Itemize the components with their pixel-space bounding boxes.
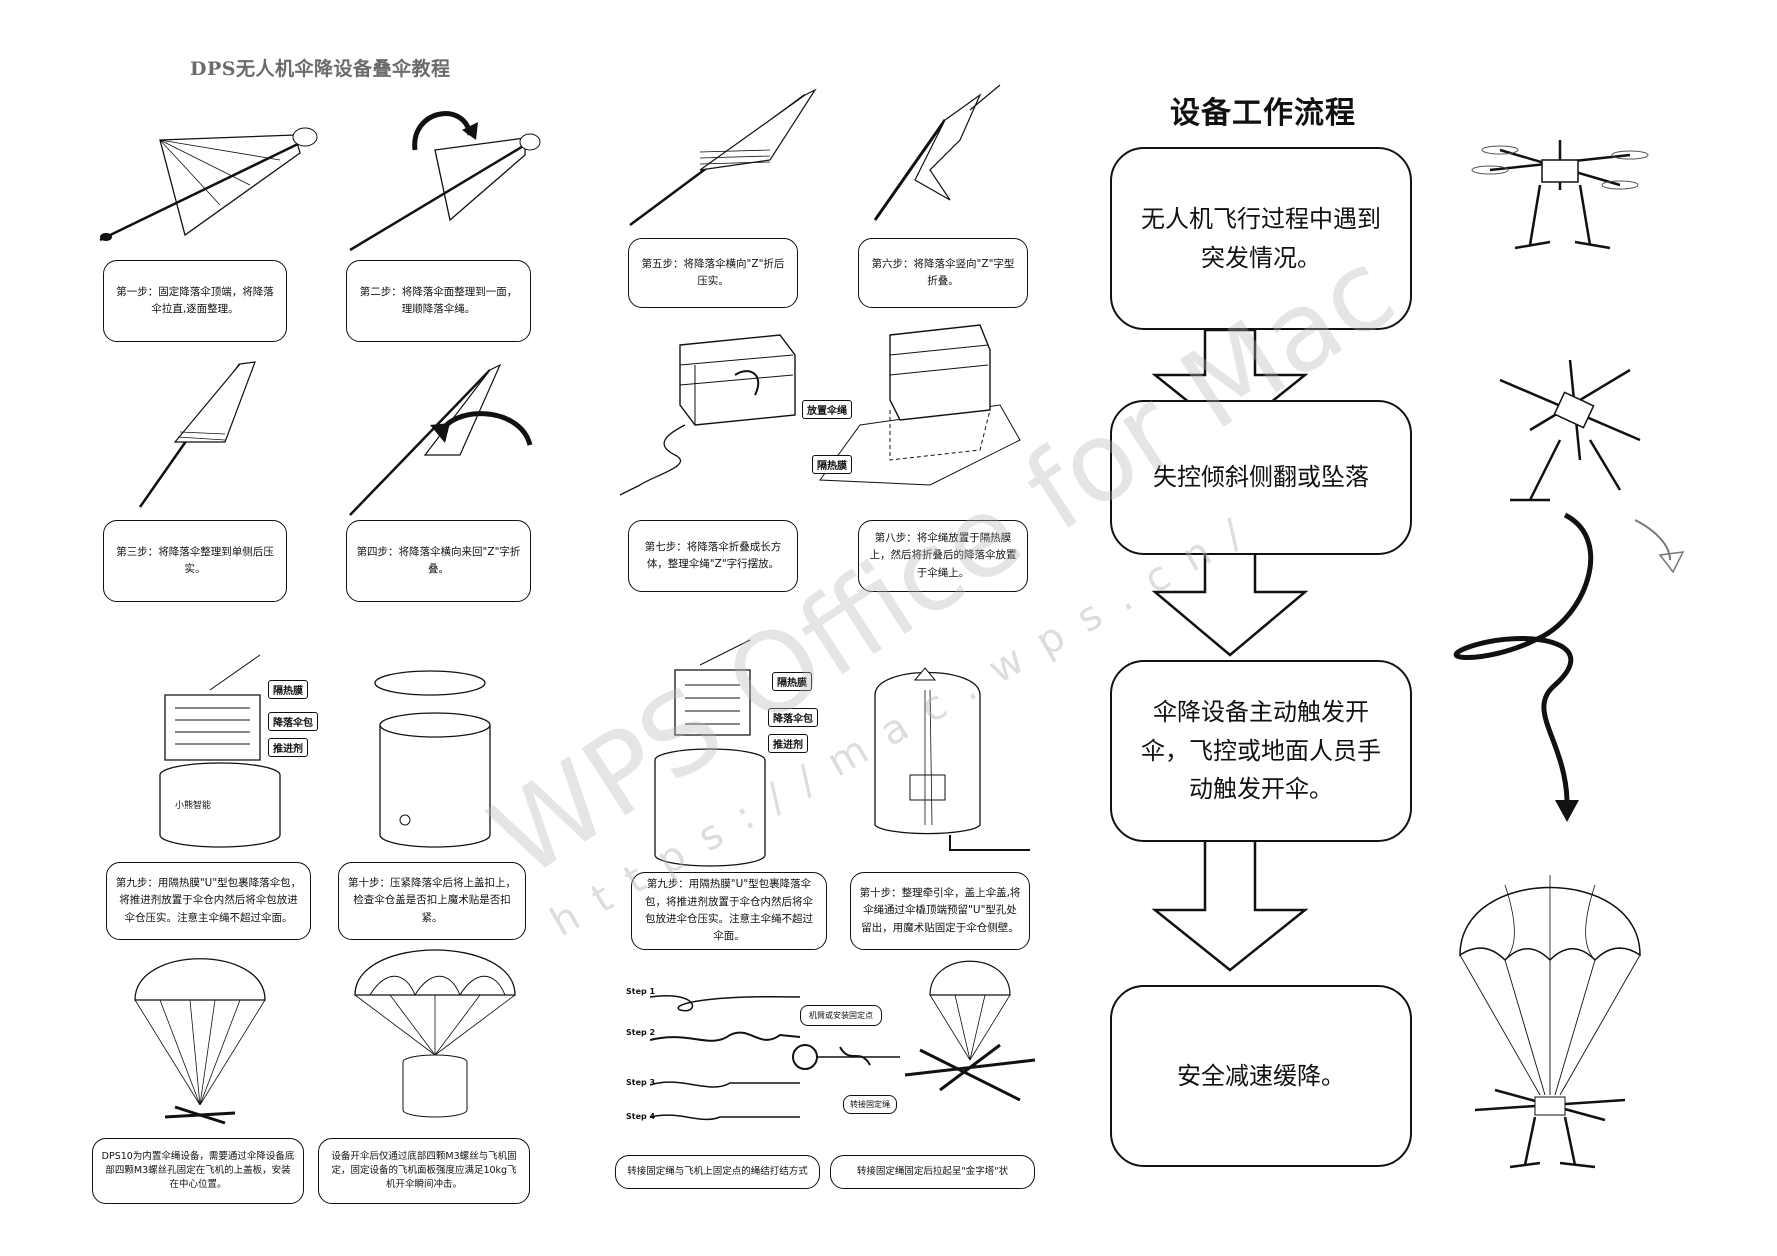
parachute-landing-illustration: [1459, 875, 1641, 1169]
step1-caption: 第一步：固定降落伞顶端，将降落伞拉直,逐面整理。: [103, 260, 287, 342]
step1-illustration: [99, 127, 318, 242]
step9a-caption: 第九步：用隔热膜"U"型包裹降落伞包，将推进剂放置于伞仓内然后将伞包放进伞仓压实…: [106, 862, 311, 940]
knot-illustration: [649, 995, 900, 1121]
fall-trajectory: [1453, 512, 1685, 822]
rope-place-label: 放置伞绳: [802, 400, 852, 419]
step8-caption: 第八步：将伞绳放置于隔热膜上，然后将折叠后的降落伞放置于伞绳上。: [858, 520, 1028, 592]
step9b-illustration: [654, 639, 766, 867]
step7-caption: 第七步：将降落伞折叠成长方体，整理伞绳"Z"字行摆放。: [628, 520, 798, 592]
flow-step-1: 无人机飞行过程中遇到突发情况。: [1110, 147, 1412, 330]
page-title: DPS无人机伞降设备叠伞教程: [190, 58, 451, 80]
step3-caption: 第三步：将降落伞整理到单侧后压实。: [103, 520, 287, 602]
knot-step3-label: Step 3: [626, 1078, 656, 1087]
step10b-illustration: [874, 667, 1030, 851]
drone-icon-tilted: [1499, 359, 1641, 502]
chute-pack-label-2: 降落伞包: [768, 708, 818, 727]
step2-illustration: [349, 111, 541, 252]
step7-illustration: [619, 334, 796, 496]
caption-install-2: 设备开伞后仅通过底部四颗M3螺丝与飞机固定，固定设备的飞机面板强度应满足10kg…: [318, 1138, 530, 1204]
caption-install-1: DPS10为内置伞绳设备，需要通过伞降设备底部四颗M3螺丝孔固定在飞机的上盖板，…: [92, 1138, 304, 1204]
flow-step-2: 失控倾斜侧翻或坠落: [1110, 400, 1412, 555]
flow-title: 设备工作流程: [1170, 96, 1356, 131]
step3-illustration: [138, 361, 256, 508]
step6-caption: 第六步：将降落伞竖向"Z"字型折叠。: [858, 238, 1028, 308]
step10a-illustration: [374, 670, 491, 848]
parachute-drone-illustration-2: [904, 960, 1036, 1102]
fix-point-label: 机臂或安装固定点: [800, 1005, 882, 1026]
step8-illustration: [819, 324, 1021, 486]
knot-step2-label: Step 2: [626, 1028, 656, 1037]
brand-text: 小熊智能: [175, 801, 212, 811]
step10b-caption: 第十步：整理牵引伞，盖上伞盖,将伞绳通过伞橇顶端预留"U"型孔处留出，用魔术贴固…: [850, 872, 1030, 950]
step4-caption: 第四步：将降落伞横向来回"Z"字折叠。: [346, 520, 531, 602]
chute-pack-label: 降落伞包: [268, 712, 318, 731]
step2-caption: 第二步：将降落伞面整理到一面，理顺降落伞绳。: [346, 260, 531, 342]
step9b-caption: 第九步：用隔热膜"U"型包裹降落伞包，将推进剂放置于伞仓内然后将伞包放进伞仓压实…: [631, 872, 827, 950]
flow-step-4: 安全减速缓降。: [1110, 985, 1412, 1167]
step9a-illustration: [159, 654, 281, 848]
parachute-device-illustration: [354, 949, 516, 1118]
parachute-drone-illustration-1: [134, 958, 266, 1125]
step5-caption: 第五步：将降落伞横向"Z"折后压实。: [628, 238, 798, 308]
heat-film-label: 隔热膜: [812, 455, 852, 474]
drone-icon-hover: [1471, 140, 1649, 250]
step4-illustration: [349, 363, 533, 516]
caption-pyramid: 转接固定绳固定后拉起呈"金字塔"状: [830, 1155, 1035, 1189]
step10a-caption: 第十步：压紧降落伞后将上盖扣上，检查伞仓盖是否扣上魔术贴是否扣紧。: [338, 862, 526, 940]
step6-illustration: [873, 84, 1001, 221]
caption-knot: 转接固定绳与飞机上固定点的绳结打结方式: [615, 1155, 820, 1189]
heat-film-label-2: 隔热膜: [268, 680, 308, 699]
adapter-rope-label: 转接固定绳: [843, 1095, 897, 1114]
step5-illustration: [629, 88, 817, 227]
propellant-label: 推进剂: [268, 738, 308, 757]
propellant-label-2: 推进剂: [768, 734, 808, 753]
knot-step1-label: Step 1: [626, 987, 656, 996]
flow-step-3: 伞降设备主动触发开伞，飞控或地面人员手动触发开伞。: [1110, 660, 1412, 842]
knot-step4-label: Step 4: [626, 1112, 656, 1121]
heat-film-label-3: 隔热膜: [772, 672, 812, 691]
